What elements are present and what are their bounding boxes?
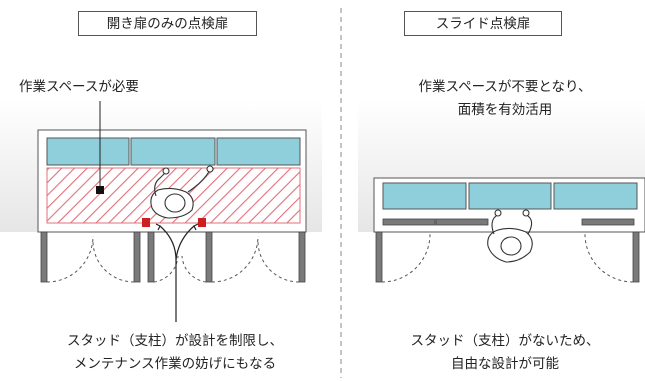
right-side-doors — [375, 231, 640, 283]
left-panel-1 — [46, 137, 130, 166]
stud-pointer-arrow — [155, 223, 199, 322]
right-panel-2 — [468, 182, 552, 210]
stud-right — [198, 218, 206, 227]
right-label-line1: 作業スペースが不要となり、 — [418, 79, 592, 95]
left-caption-line1: スタッド（支柱）が設計を制限し、 — [67, 333, 283, 349]
right-diagram — [358, 100, 645, 283]
work-space-label: 作業スペースが必要 — [19, 79, 139, 95]
worker-figure-right — [487, 209, 533, 263]
left-panel-3 — [216, 137, 301, 166]
left-diagram — [0, 100, 322, 322]
left-caption-line2: メンテナンス作業の妨げにもなる — [73, 356, 277, 372]
right-label-line2: 面積を有効活用 — [457, 102, 553, 118]
sliding-doors — [382, 218, 635, 226]
right-door-swings — [381, 233, 634, 283]
right-caption-line2: 自由な設計が可能 — [451, 356, 559, 372]
stud-left — [142, 218, 150, 227]
left-door-swings — [46, 235, 300, 283]
right-panel-3 — [553, 182, 638, 210]
right-title: スライド点検扉 — [404, 11, 562, 36]
right-caption-line1: スタッド（支柱）がないため、 — [410, 333, 600, 349]
worker-figure-left — [150, 165, 214, 219]
right-panel-1 — [382, 182, 467, 210]
left-title: 開き扉のみの点検扉 — [78, 11, 257, 36]
work-space-marker — [96, 186, 104, 194]
left-panel-2 — [130, 137, 216, 166]
left-doors — [40, 231, 306, 283]
